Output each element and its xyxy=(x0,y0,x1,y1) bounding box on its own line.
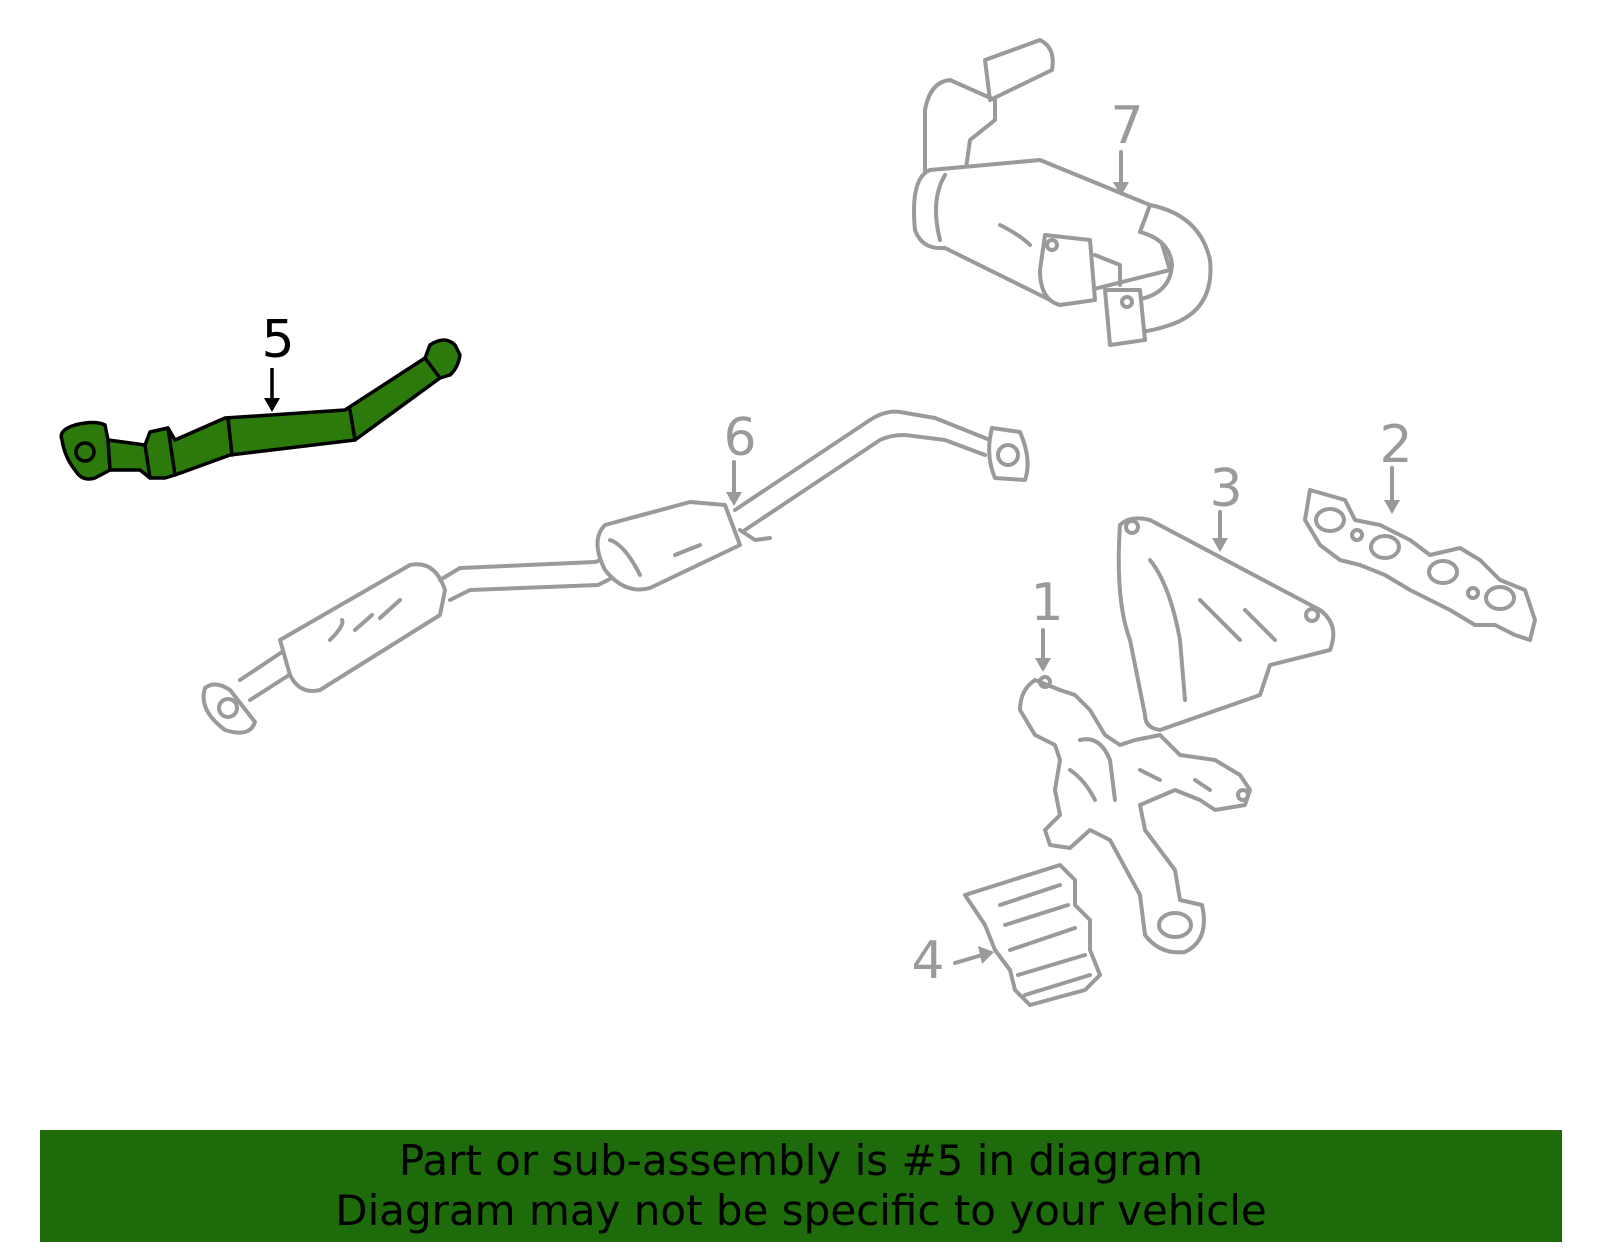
callout-5-label: 5 xyxy=(261,310,294,370)
banner-line-2: Diagram may not be specific to your vehi… xyxy=(335,1186,1267,1235)
callout-1-label: 1 xyxy=(1030,573,1063,633)
part-5-front-pipe[interactable] xyxy=(59,338,462,481)
callout-3-label: 3 xyxy=(1209,459,1242,519)
part-3-heat-shield[interactable] xyxy=(1116,516,1336,732)
part-1-exhaust-manifold[interactable] xyxy=(1018,675,1252,955)
part-6-center-pipe[interactable] xyxy=(201,409,1030,735)
part-4-lower-shield[interactable] xyxy=(963,863,1102,1007)
banner-line-1: Part or sub-assembly is #5 in diagram xyxy=(398,1136,1204,1185)
info-banner: Part or sub-assembly is #5 in diagram Di… xyxy=(40,1130,1562,1242)
callout-2-label: 2 xyxy=(1379,415,1412,475)
part-2-gasket[interactable] xyxy=(1303,488,1537,642)
callout-7-label: 7 xyxy=(1110,96,1143,156)
callout-arrows xyxy=(264,150,1400,965)
callout-4-label: 4 xyxy=(911,931,944,991)
part-7-muffler[interactable] xyxy=(912,38,1213,347)
callout-6-label: 6 xyxy=(723,408,756,468)
